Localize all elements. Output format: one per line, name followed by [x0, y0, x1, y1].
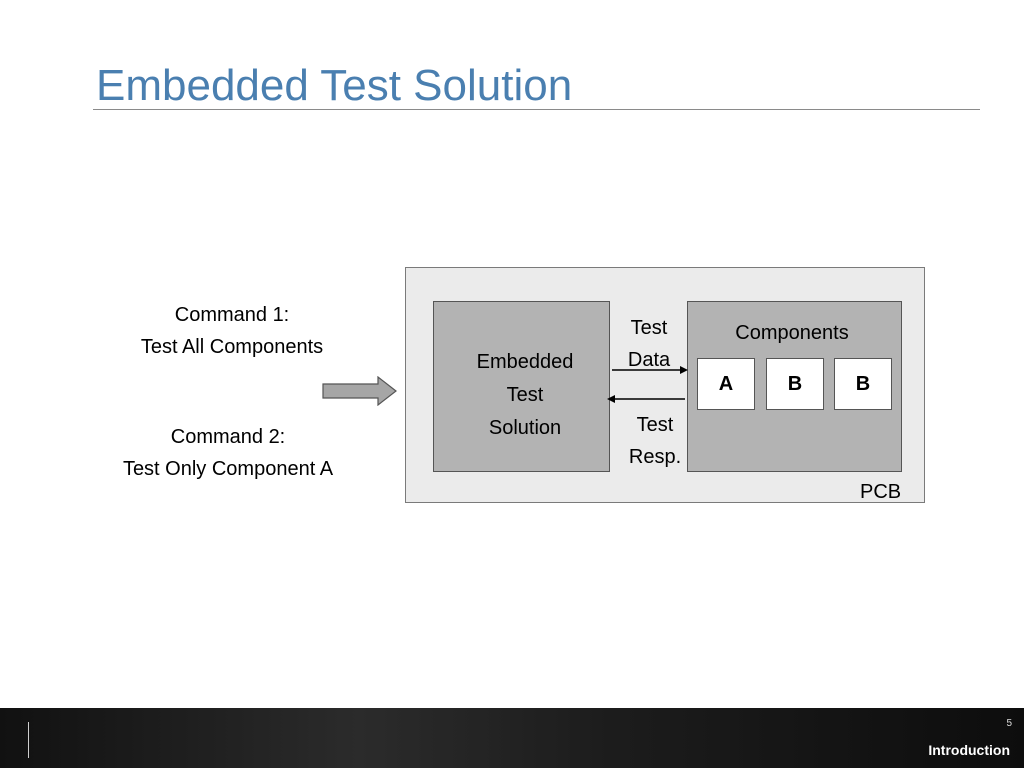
- component-chip-b2: B: [834, 358, 892, 410]
- command-1-text: Test All Components: [140, 336, 324, 358]
- test-data-line-1: Test: [630, 317, 668, 339]
- test-response-arrow-icon: [607, 395, 685, 403]
- components-label: Components: [735, 322, 849, 344]
- page-number: 5: [1006, 718, 1012, 729]
- embedded-test-solution-block: [433, 301, 610, 472]
- test-response-label: Test Resp.: [618, 409, 692, 473]
- command-1: Command 1: Test All Components: [102, 299, 362, 363]
- pcb-label: PCB: [860, 481, 902, 503]
- command-2: Command 2: Test Only Component A: [98, 421, 358, 485]
- ets-line-3: Solution: [488, 417, 562, 439]
- test-resp-line-1: Test: [636, 414, 674, 436]
- slide-title: Embedded Test Solution: [96, 61, 573, 110]
- ets-line-1: Embedded: [476, 351, 574, 373]
- footer-band: [0, 708, 1024, 768]
- component-chip-b1: B: [766, 358, 824, 410]
- component-chip-a: A: [697, 358, 755, 410]
- command-2-text: Test Only Component A: [122, 458, 334, 480]
- test-resp-line-2: Resp.: [628, 446, 682, 468]
- command-1-heading: Command 1:: [174, 304, 290, 326]
- command-2-heading: Command 2:: [170, 426, 286, 448]
- input-arrow-icon: [322, 376, 397, 406]
- footer-divider: [28, 722, 29, 758]
- test-data-line-2: Data: [627, 349, 671, 371]
- test-data-label: Test Data: [610, 312, 688, 376]
- section-label: Introduction: [928, 742, 1010, 758]
- title-underline: [93, 109, 980, 110]
- test-data-arrow-icon: [612, 366, 688, 374]
- embedded-test-solution-label: Embedded Test Solution: [433, 346, 617, 445]
- ets-line-2: Test: [506, 384, 544, 406]
